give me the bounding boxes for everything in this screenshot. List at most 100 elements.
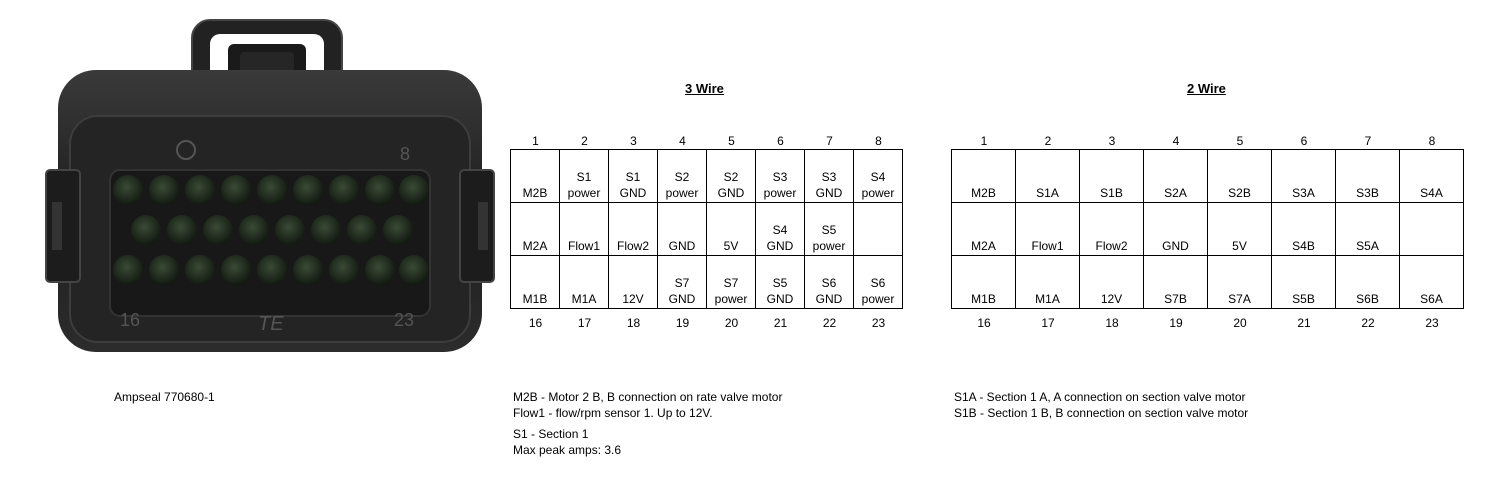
pin-cell: S5A <box>1335 202 1400 256</box>
pin-cell: S7B <box>1143 255 1208 309</box>
pin-number: 4 <box>1172 134 1180 148</box>
pin-number: 1 <box>980 134 988 148</box>
three-wire-note-2: Flow1 - flow/rpm sensor 1. Up to 12V. <box>513 406 713 420</box>
pin-cell: GND <box>657 202 707 256</box>
pin-cell: Flow2 <box>1079 202 1144 256</box>
part-number-label: Ampseal 770680-1 <box>114 390 215 404</box>
pin-number: 17 <box>1041 316 1055 330</box>
pin-cell: S3 power <box>755 149 805 203</box>
pin-cell: M1B <box>951 255 1016 309</box>
pin-number: 7 <box>1364 134 1372 148</box>
pin-number: 5 <box>1236 134 1244 148</box>
pin-cell: S2B <box>1207 149 1272 203</box>
pin-cell: S1A <box>1015 149 1080 203</box>
three-wire-title: 3 Wire <box>685 81 724 96</box>
pin-cell: Flow1 <box>1015 202 1080 256</box>
pin-cell: S7 GND <box>657 255 707 309</box>
pin-number: 19 <box>675 316 690 330</box>
pin-cell: S2 power <box>657 149 707 203</box>
svg-text:8: 8 <box>400 144 410 164</box>
svg-text:23: 23 <box>394 310 414 330</box>
pin-cell: S1 GND <box>608 149 658 203</box>
pin-cell: S6B <box>1335 255 1400 309</box>
pin-number: 4 <box>679 134 686 148</box>
pin-cell: S2 GND <box>706 149 756 203</box>
pin-number: 20 <box>724 316 739 330</box>
pin-cell <box>853 202 903 256</box>
pin-cell: M1A <box>1015 255 1080 309</box>
pin-number: 22 <box>822 316 837 330</box>
pin-number: 18 <box>1105 316 1119 330</box>
pin-cell: S4A <box>1399 149 1464 203</box>
pin-cell: 12V <box>1079 255 1144 309</box>
pin-cell: S7 power <box>706 255 756 309</box>
pin-cell: S5 power <box>804 202 854 256</box>
pin-number: 17 <box>577 316 592 330</box>
pin-cell: S3 GND <box>804 149 854 203</box>
pin-number: 21 <box>1297 316 1311 330</box>
svg-text:16: 16 <box>120 310 140 330</box>
two-wire-bottom-pin-numbers: 16 17 18 19 20 21 22 23 <box>952 316 1464 330</box>
pin-cell: M1A <box>559 255 609 309</box>
pin-cell: M2A <box>510 202 560 256</box>
pin-cell: 5V <box>1207 202 1272 256</box>
pin-number: 7 <box>826 134 833 148</box>
pin-cell: S7A <box>1207 255 1272 309</box>
pin-cell: S4 power <box>853 149 903 203</box>
two-wire-note-1: S1A - Section 1 A, A connection on secti… <box>954 390 1246 404</box>
three-wire-note-3: S1 - Section 1 <box>513 427 589 441</box>
svg-text:TE: TE <box>258 313 284 335</box>
pin-number: 16 <box>977 316 991 330</box>
ampseal-connector-image: 8 16 23 TE <box>45 19 495 352</box>
three-wire-note-1: M2B - Motor 2 B, B connection on rate va… <box>513 390 783 404</box>
pin-number: 3 <box>630 134 637 148</box>
pin-cell: S6 GND <box>804 255 854 309</box>
pin-cell: S3B <box>1335 149 1400 203</box>
three-wire-note-4: Max peak amps: 3.6 <box>513 443 622 457</box>
pin-cell: S6A <box>1399 255 1464 309</box>
pin-cell: M2B <box>951 149 1016 203</box>
pin-cell: M2B <box>510 149 560 203</box>
pin-number: 22 <box>1361 316 1375 330</box>
pin-number: 8 <box>875 134 882 148</box>
pin-cell: S1 power <box>559 149 609 203</box>
two-wire-note-2: S1B - Section 1 B, B connection on secti… <box>954 406 1249 420</box>
pin-number: 6 <box>1300 134 1308 148</box>
pin-cell: M2A <box>951 202 1016 256</box>
pin-cell: Flow1 <box>559 202 609 256</box>
pin-cell: S5 GND <box>755 255 805 309</box>
pin-cell: 5V <box>706 202 756 256</box>
pin-number: 21 <box>773 316 788 330</box>
pin-cell: Flow2 <box>608 202 658 256</box>
pin-number: 2 <box>581 134 588 148</box>
pin-number: 20 <box>1233 316 1247 330</box>
pin-cell: S2A <box>1143 149 1208 203</box>
pin-cell: M1B <box>510 255 560 309</box>
pin-cell: S4 GND <box>755 202 805 256</box>
pin-number: 2 <box>1044 134 1052 148</box>
pin-seals <box>113 175 429 285</box>
pin-number: 8 <box>1428 134 1436 148</box>
pin-cell: 12V <box>608 255 658 309</box>
pin-number: 23 <box>871 316 886 330</box>
pin-number: 18 <box>626 316 641 330</box>
pin-cell: S5B <box>1271 255 1336 309</box>
pin-cell: S4B <box>1271 202 1336 256</box>
pin-number: 19 <box>1169 316 1183 330</box>
two-wire-title: 2 Wire <box>1187 81 1226 96</box>
pin-cell: GND <box>1143 202 1208 256</box>
pin-number: 5 <box>728 134 735 148</box>
pin-number: 23 <box>1425 316 1439 330</box>
pin-cell: S6 power <box>853 255 903 309</box>
pin-cell: S3A <box>1271 149 1336 203</box>
